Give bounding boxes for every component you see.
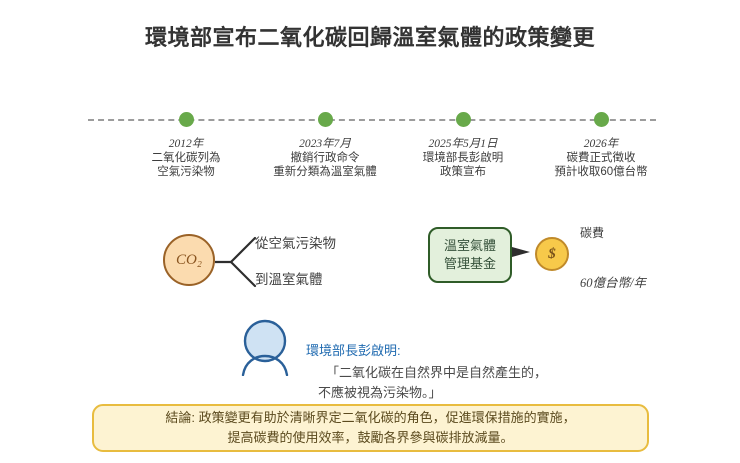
timeline-item-1[interactable]: 2012年 二氧化碳列為 空氣污染物 xyxy=(111,100,261,179)
timeline-dot-icon xyxy=(178,112,194,127)
timeline-item-desc-line2: 政策宣布 xyxy=(440,166,486,178)
co2-node: CO₂ xyxy=(163,234,215,286)
timeline-item-date: 2012年 xyxy=(168,138,204,150)
co2-to-label: 到溫室氣體 xyxy=(255,272,323,287)
carbon-fee-label: 碳費 xyxy=(580,226,605,240)
fund-box-line1: 溫室氣體 xyxy=(443,238,496,253)
coin-icon: $ xyxy=(535,237,569,271)
minister-quote-group: 環境部長彭啟明: 「二氧化碳在自然界中是自然產生的， 不應被視為污染物。」 xyxy=(238,318,568,400)
carbon-fee-amount: 60億台幣/年 xyxy=(580,276,646,290)
timeline-item-desc-line2: 空氣污染物 xyxy=(157,166,215,178)
quote-text-line2: 不應被視為污染物。」 xyxy=(318,385,442,400)
conclusion-line1: 結論: 政策變更有助於清晰界定二氧化碳的角色，促進環保措施的實施， xyxy=(165,410,576,425)
person-avatar-icon xyxy=(241,319,289,376)
timeline-item-desc-line1: 環境部長彭啟明 xyxy=(422,152,504,164)
quote-text-line1: 「二氧化碳在自然界中是自然產生的， xyxy=(326,365,548,380)
timeline-item-date: 2025年5月1日 xyxy=(428,138,498,150)
co2-reclassification-group: CO₂ 從空氣污染物 到溫室氣體 xyxy=(155,222,395,302)
timeline-dot-icon xyxy=(317,112,333,127)
timeline-item-desc-line2: 重新分類為溫室氣體 xyxy=(273,166,377,178)
timeline-item-desc-line1: 撤銷行政命令 xyxy=(290,152,360,164)
arrow-right-icon xyxy=(512,247,530,257)
fund-box-line2: 管理基金 xyxy=(443,256,496,271)
branch-connector-icon xyxy=(215,236,257,288)
conclusion-box: 結論: 政策變更有助於清晰界定二氧化碳的角色，促進環保措施的實施， 提高碳費的使… xyxy=(92,404,649,452)
timeline-dashed-axis xyxy=(88,119,656,121)
quote-speaker-name: 環境部長彭啟明: xyxy=(306,343,401,358)
timeline-item-desc-line2: 預計收取60億台幣 xyxy=(554,166,648,178)
timeline-item-4[interactable]: 2026年 碳費正式徵收 預計收取60億台幣 xyxy=(526,100,676,179)
timeline-item-3[interactable]: 2025年5月1日 環境部長彭啟明 政策宣布 xyxy=(388,100,538,179)
co2-from-label: 從空氣污染物 xyxy=(255,236,336,251)
timeline-item-date: 2023年7月 xyxy=(299,138,351,150)
timeline-item-date: 2026年 xyxy=(583,138,619,150)
timeline-dot-icon xyxy=(455,112,471,127)
timeline-dot-icon xyxy=(593,112,609,127)
greenhouse-gas-fund-box[interactable]: 溫室氣體 管理基金 xyxy=(428,227,512,283)
timeline-item-desc-line1: 二氧化碳列為 xyxy=(151,152,221,164)
conclusion-line2: 提高碳費的使用效率，鼓勵各界參與碳排放減量。 xyxy=(227,430,514,445)
page-title: 環境部宣布二氧化碳回歸溫室氣體的政策變更 xyxy=(144,25,595,50)
timeline-item-desc-line1: 碳費正式徵收 xyxy=(566,152,636,164)
carbon-fee-fund-group: 溫室氣體 管理基金 $ 碳費 60億台幣/年 xyxy=(425,218,685,308)
timeline: 2012年 二氧化碳列為 空氣污染物 2023年7月 撤銷行政命令 重新分類為溫… xyxy=(0,100,740,190)
timeline-item-2[interactable]: 2023年7月 撤銷行政命令 重新分類為溫室氣體 xyxy=(250,100,400,179)
